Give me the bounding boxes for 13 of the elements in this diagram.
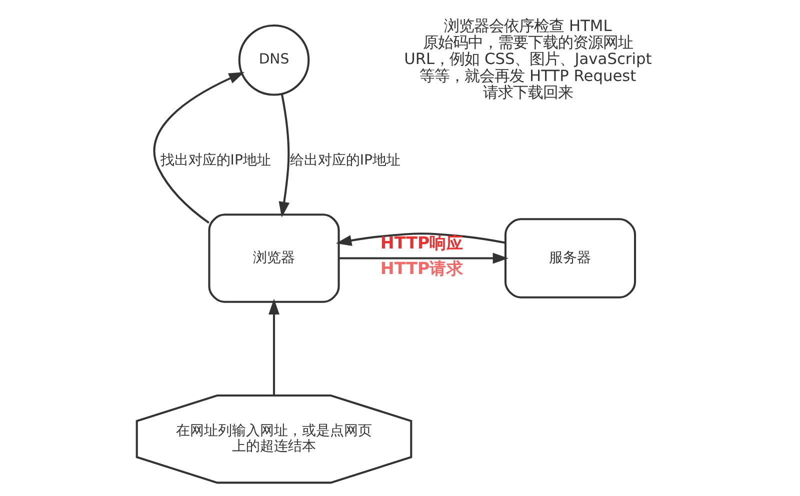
- arrow: [278, 94, 290, 218]
- node-box: 浏览器: [208, 214, 340, 303]
- node-box: 服务器: [504, 218, 636, 298]
- edge-label: HTTP响应: [380, 234, 464, 253]
- arrow: [152, 72, 244, 224]
- edge-label: HTTP请求: [380, 259, 464, 278]
- edge-label: 找出对应的IP地址: [160, 152, 270, 168]
- node-circle: DNS: [238, 24, 310, 96]
- arrow: [268, 298, 279, 396]
- label: 浏览器会依序检查 HTML 原始码中，需要下载的资源网址 URL，例如 CSS、图片、JavaScript 等等，就会再发 HTTP Request 请求下载回来: [404, 16, 652, 102]
- arrow: [335, 232, 505, 246]
- edge-label: 给出对应的IP地址: [289, 152, 400, 168]
- arrow: [338, 252, 508, 264]
